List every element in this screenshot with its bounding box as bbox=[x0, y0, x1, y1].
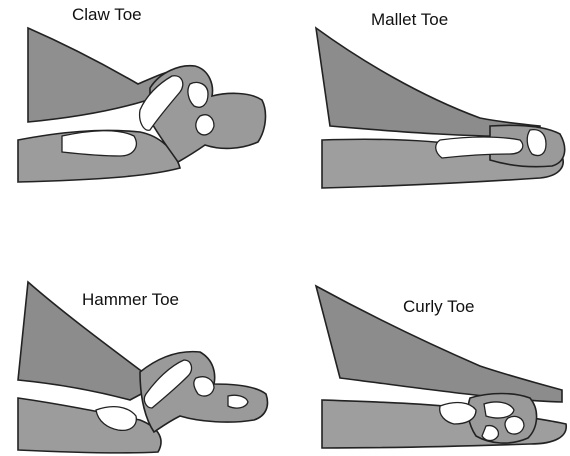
mallet-toe-label: Mallet Toe bbox=[371, 11, 448, 28]
hammer-toe-label: Hammer Toe bbox=[82, 291, 179, 308]
claw-toe-illustration bbox=[18, 28, 265, 182]
curly-bone-middle bbox=[505, 416, 524, 434]
claw-bone-distal bbox=[196, 115, 214, 135]
mallet-bone-phalanx bbox=[527, 130, 546, 156]
mallet-foot-upper bbox=[316, 28, 540, 136]
hammer-foot-lower bbox=[18, 398, 161, 453]
curly-toe-label: Curly Toe bbox=[403, 298, 475, 315]
mallet-toe-illustration bbox=[316, 28, 565, 188]
claw-bone-metatarsal bbox=[62, 131, 136, 156]
hammer-bone-middle bbox=[194, 377, 214, 396]
claw-toe-label: Claw Toe bbox=[72, 6, 142, 23]
